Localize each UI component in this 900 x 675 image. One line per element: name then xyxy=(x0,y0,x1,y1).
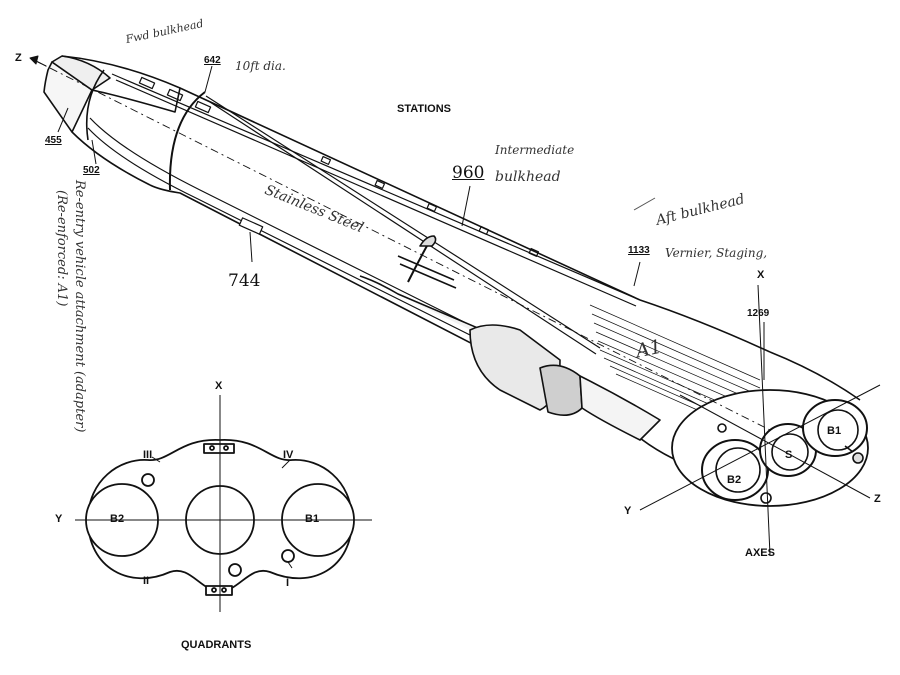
quadrant-x-label: X xyxy=(215,380,223,392)
station-1133: 1133 xyxy=(628,245,650,256)
axis-z-aft-label: Z xyxy=(874,493,881,505)
engine-b1-label: B1 xyxy=(827,425,842,437)
vernier-note: Vernier, Staging, xyxy=(665,246,768,260)
quadrant-b1-label: B1 xyxy=(305,513,320,525)
stations-heading: STATIONS xyxy=(397,103,451,115)
station-455: 455 xyxy=(45,135,62,146)
quadrants-heading: QUADRANTS xyxy=(181,639,252,651)
quadrant-b2-label: B2 xyxy=(110,513,125,525)
station-960: 960 xyxy=(452,163,485,183)
axes-lines xyxy=(29,55,881,556)
station-leaders xyxy=(57,65,765,380)
engine-s-label: S xyxy=(785,449,793,461)
station-502: 502 xyxy=(83,165,100,176)
engine-b2-label: B2 xyxy=(727,474,742,486)
diameter-note: 10ft dia. xyxy=(235,59,286,73)
quadrant-iv-label: IV xyxy=(283,449,294,461)
quadrant-ii-label: II xyxy=(143,575,150,587)
intermediate-note-2: bulkhead xyxy=(495,169,561,185)
axis-y-label: Y xyxy=(624,505,632,517)
quadrant-y-label: Y xyxy=(55,513,63,525)
intermediate-note-1: Intermediate xyxy=(495,143,575,157)
conduit-lines xyxy=(87,73,641,355)
reentry-note: Re-entry vehicle attachment (adapter) xyxy=(72,180,87,433)
quadrant-iii-label: III xyxy=(143,449,153,461)
sustainer-section xyxy=(359,275,661,441)
station-1269: 1269 xyxy=(747,308,770,319)
station-642: 642 xyxy=(204,55,221,66)
axis-z-nose-label: Z xyxy=(15,52,22,64)
quadrant-i-label: I xyxy=(286,577,290,589)
axis-x-label: X xyxy=(757,269,765,281)
quadrants-inset xyxy=(75,395,372,612)
axes-heading: AXES xyxy=(745,547,775,559)
intermediate-frame xyxy=(397,235,457,289)
station-744: 744 xyxy=(228,271,261,291)
engine-cluster xyxy=(671,389,869,507)
reinforced-note: (Re-enforced: A1) xyxy=(54,190,69,307)
a1-note: A1 xyxy=(633,335,664,363)
